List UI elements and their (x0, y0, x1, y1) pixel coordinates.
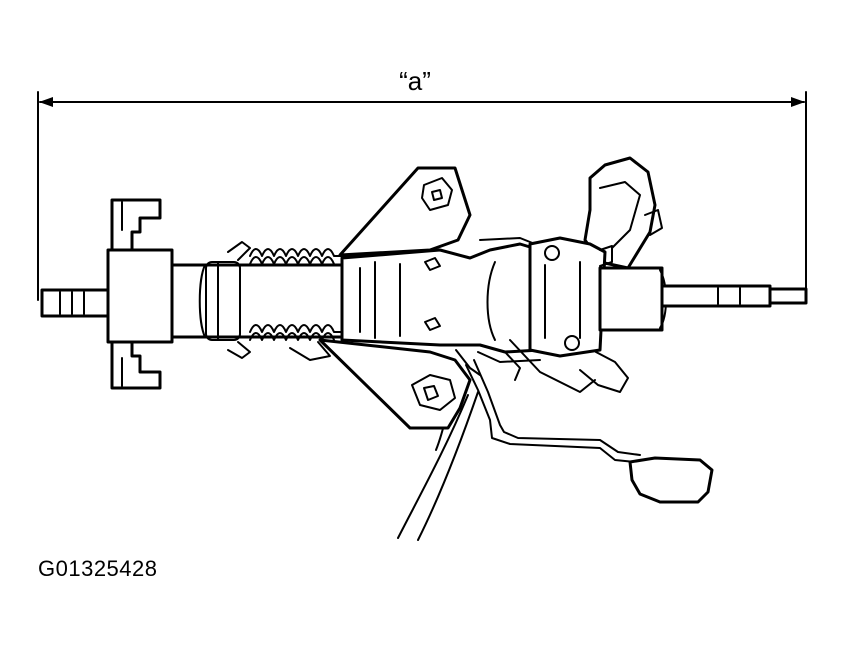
lock-housing (340, 237, 542, 363)
tilt-spring-upper (249, 248, 441, 265)
lower-mount-bracket (318, 338, 472, 430)
figure-id: G01325428 (38, 556, 158, 581)
tilt-spring-lower (249, 321, 441, 361)
upper-column-tube (598, 266, 667, 332)
flange-plate (106, 198, 174, 390)
upper-mount-bracket (338, 166, 472, 257)
input-shaft-stub (40, 288, 112, 318)
column-tube (170, 241, 344, 359)
tilt-lock-clamp (509, 236, 629, 393)
tilt-bracket-right (583, 156, 663, 270)
dimension-line-a (37, 91, 807, 301)
tilt-lever (465, 359, 714, 504)
dimension-label-a: “a” (399, 66, 431, 96)
lower-bracket-detail (455, 349, 521, 381)
output-shaft (660, 284, 808, 308)
